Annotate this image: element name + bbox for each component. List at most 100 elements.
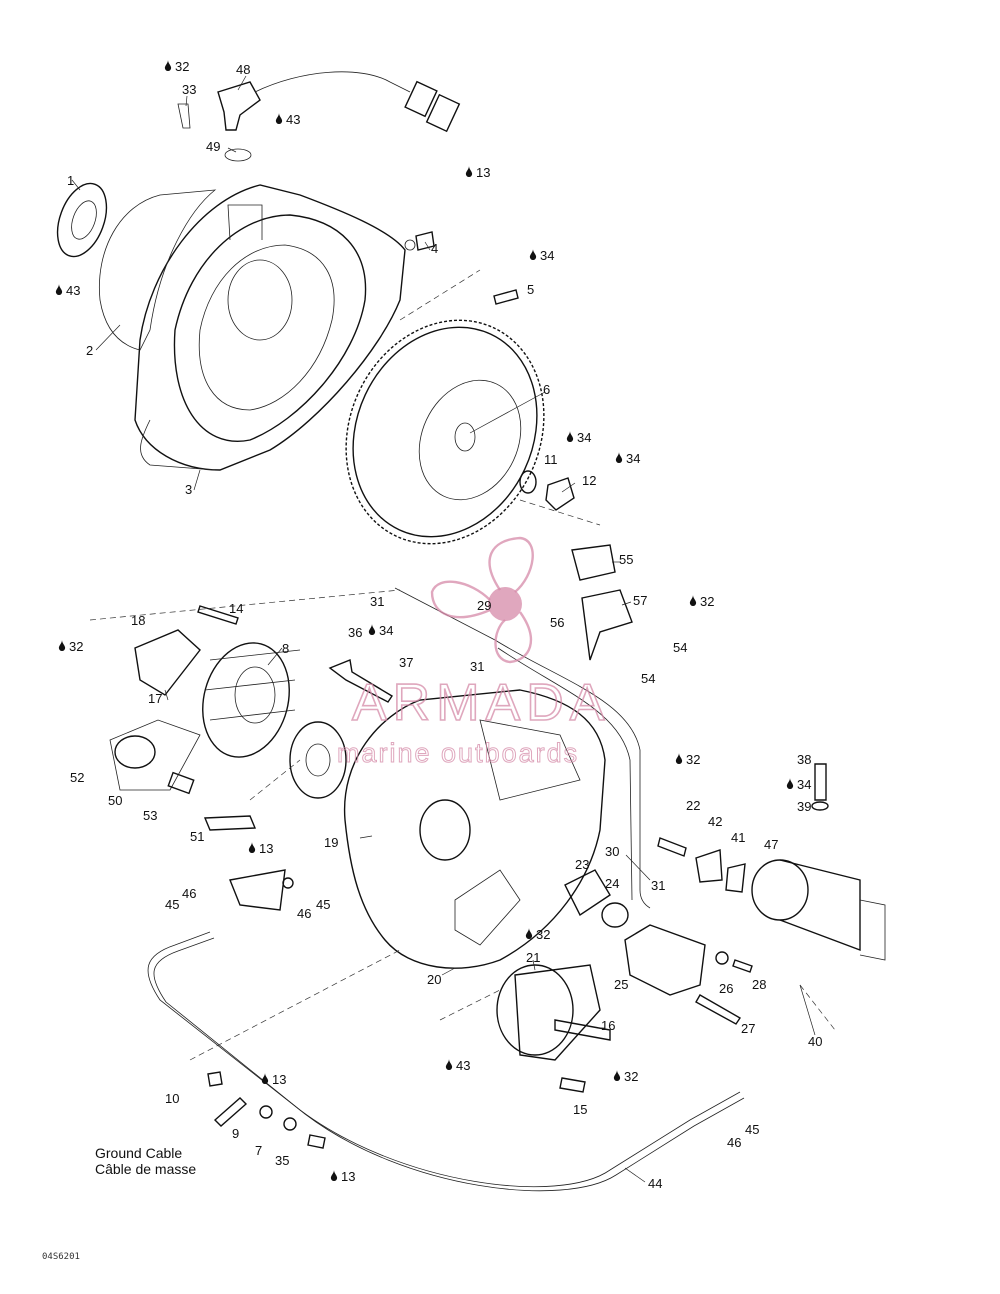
dowel-pin [415,231,435,251]
screw-15 [559,1077,586,1093]
magneto-housing [134,184,416,471]
callout-p14: 14 [229,601,243,616]
callout-l13a: 13 [476,165,490,180]
callout-l43a: 43 [286,112,300,127]
callout-p25: 25 [614,977,628,992]
callout-p54a: 54 [673,640,687,655]
cable-46-45-upper [229,869,294,911]
solenoid-25 [624,924,706,996]
ring-gear-flywheel [345,319,545,545]
lubricant-drop-icon [58,640,66,651]
bracket-55-57 [571,544,633,661]
callout-l32a: 32 [175,59,189,74]
watermark-logo-number: 29 [477,598,491,613]
callout-p10: 10 [165,1091,179,1106]
callout-p33: 33 [182,82,196,97]
starter-drive-23-24 [564,869,629,928]
lubricant-drop-icon [786,778,794,789]
lubricant-drop-icon [675,753,683,764]
lubricant-drop-icon [55,284,63,295]
callout-p3: 3 [185,482,192,497]
flywheel-bolt [493,289,519,305]
callout-p16: 16 [601,1018,615,1033]
starter-motor [751,859,886,961]
callout-p1: 1 [67,173,74,188]
callout-l32b: 32 [700,594,714,609]
callout-p48: 48 [236,62,250,77]
cover-bolt-36 [328,659,393,703]
lubricant-drop-icon [330,1170,338,1181]
drawing-code: 04S6201 [42,1252,80,1262]
leader-lines [71,75,816,1183]
callout-l43c: 43 [456,1058,470,1073]
ground-cable-label-fr: Câble de masse [95,1161,196,1177]
callout-l32d: 32 [686,752,700,767]
callout-l13c: 13 [272,1072,286,1087]
callout-p42: 42 [708,814,722,829]
watermark-subtitle: marine outboards [337,738,579,768]
callout-p23: 23 [575,857,589,872]
lubricant-drop-icon [275,113,283,124]
callout-l34e: 34 [797,777,811,792]
callout-p20: 20 [427,972,441,987]
callout-p15: 15 [573,1102,587,1117]
watermark-title: ARMADA [352,674,610,732]
washer-and-nut [519,470,575,511]
callout-p57: 57 [633,593,647,608]
stator-harness-grommet [109,719,201,795]
callout-p53: 53 [143,808,157,823]
callout-p46c: 46 [727,1135,741,1150]
callout-p19: 19 [324,835,338,850]
callout-p31c: 31 [651,878,665,893]
pipe-30 [394,587,651,909]
callout-p49: 49 [206,139,220,154]
crankshaft-position-sensor [177,71,461,162]
callout-l34b: 34 [577,430,591,445]
bolt-38-washer-39 [811,763,829,811]
callout-p46a: 46 [182,886,196,901]
lubricant-drop-icon [248,842,256,853]
callout-p50: 50 [108,793,122,808]
lubricant-drop-icon [529,249,537,260]
stator [202,642,301,758]
callout-p5: 5 [527,282,534,297]
callout-p31a: 31 [370,594,384,609]
callout-p51: 51 [190,829,204,844]
callout-p24: 24 [605,876,619,891]
callout-l43b: 43 [66,283,80,298]
lubricant-drop-icon [465,166,473,177]
callout-p46b: 46 [297,906,311,921]
callout-p55: 55 [619,552,633,567]
callout-p36: 36 [348,625,362,640]
lubricant-drop-icon [615,452,623,463]
callout-l32c: 32 [69,639,83,654]
callout-l32f: 32 [624,1069,638,1084]
callout-p26: 26 [719,981,733,996]
callout-p4: 4 [431,241,438,256]
ground-hardware-7-9-10-35 [207,1071,326,1149]
armada-watermark: 29 ARMADA marine outboards [337,536,610,769]
callout-p35: 35 [275,1153,289,1168]
harness-connector [203,815,257,831]
lubricant-drop-icon [689,595,697,606]
callout-p44: 44 [648,1176,662,1191]
callout-l32e: 32 [536,927,550,942]
callout-p56: 56 [550,615,564,630]
callout-p39: 39 [797,799,811,814]
rotor-hub [289,721,347,799]
magneto-cover [343,689,606,969]
callout-p28: 28 [752,977,766,992]
callout-p27: 27 [741,1021,755,1036]
callout-p31b: 31 [470,659,484,674]
housing-gasket [98,189,217,351]
callout-p37: 37 [399,655,413,670]
callout-p45c: 45 [745,1122,759,1137]
callout-l34c: 34 [626,451,640,466]
callout-p30: 30 [605,844,619,859]
callout-p11: 11 [544,452,558,467]
callout-p45a: 45 [165,897,179,912]
callout-l34a: 34 [540,248,554,263]
oil-seal [56,182,108,258]
